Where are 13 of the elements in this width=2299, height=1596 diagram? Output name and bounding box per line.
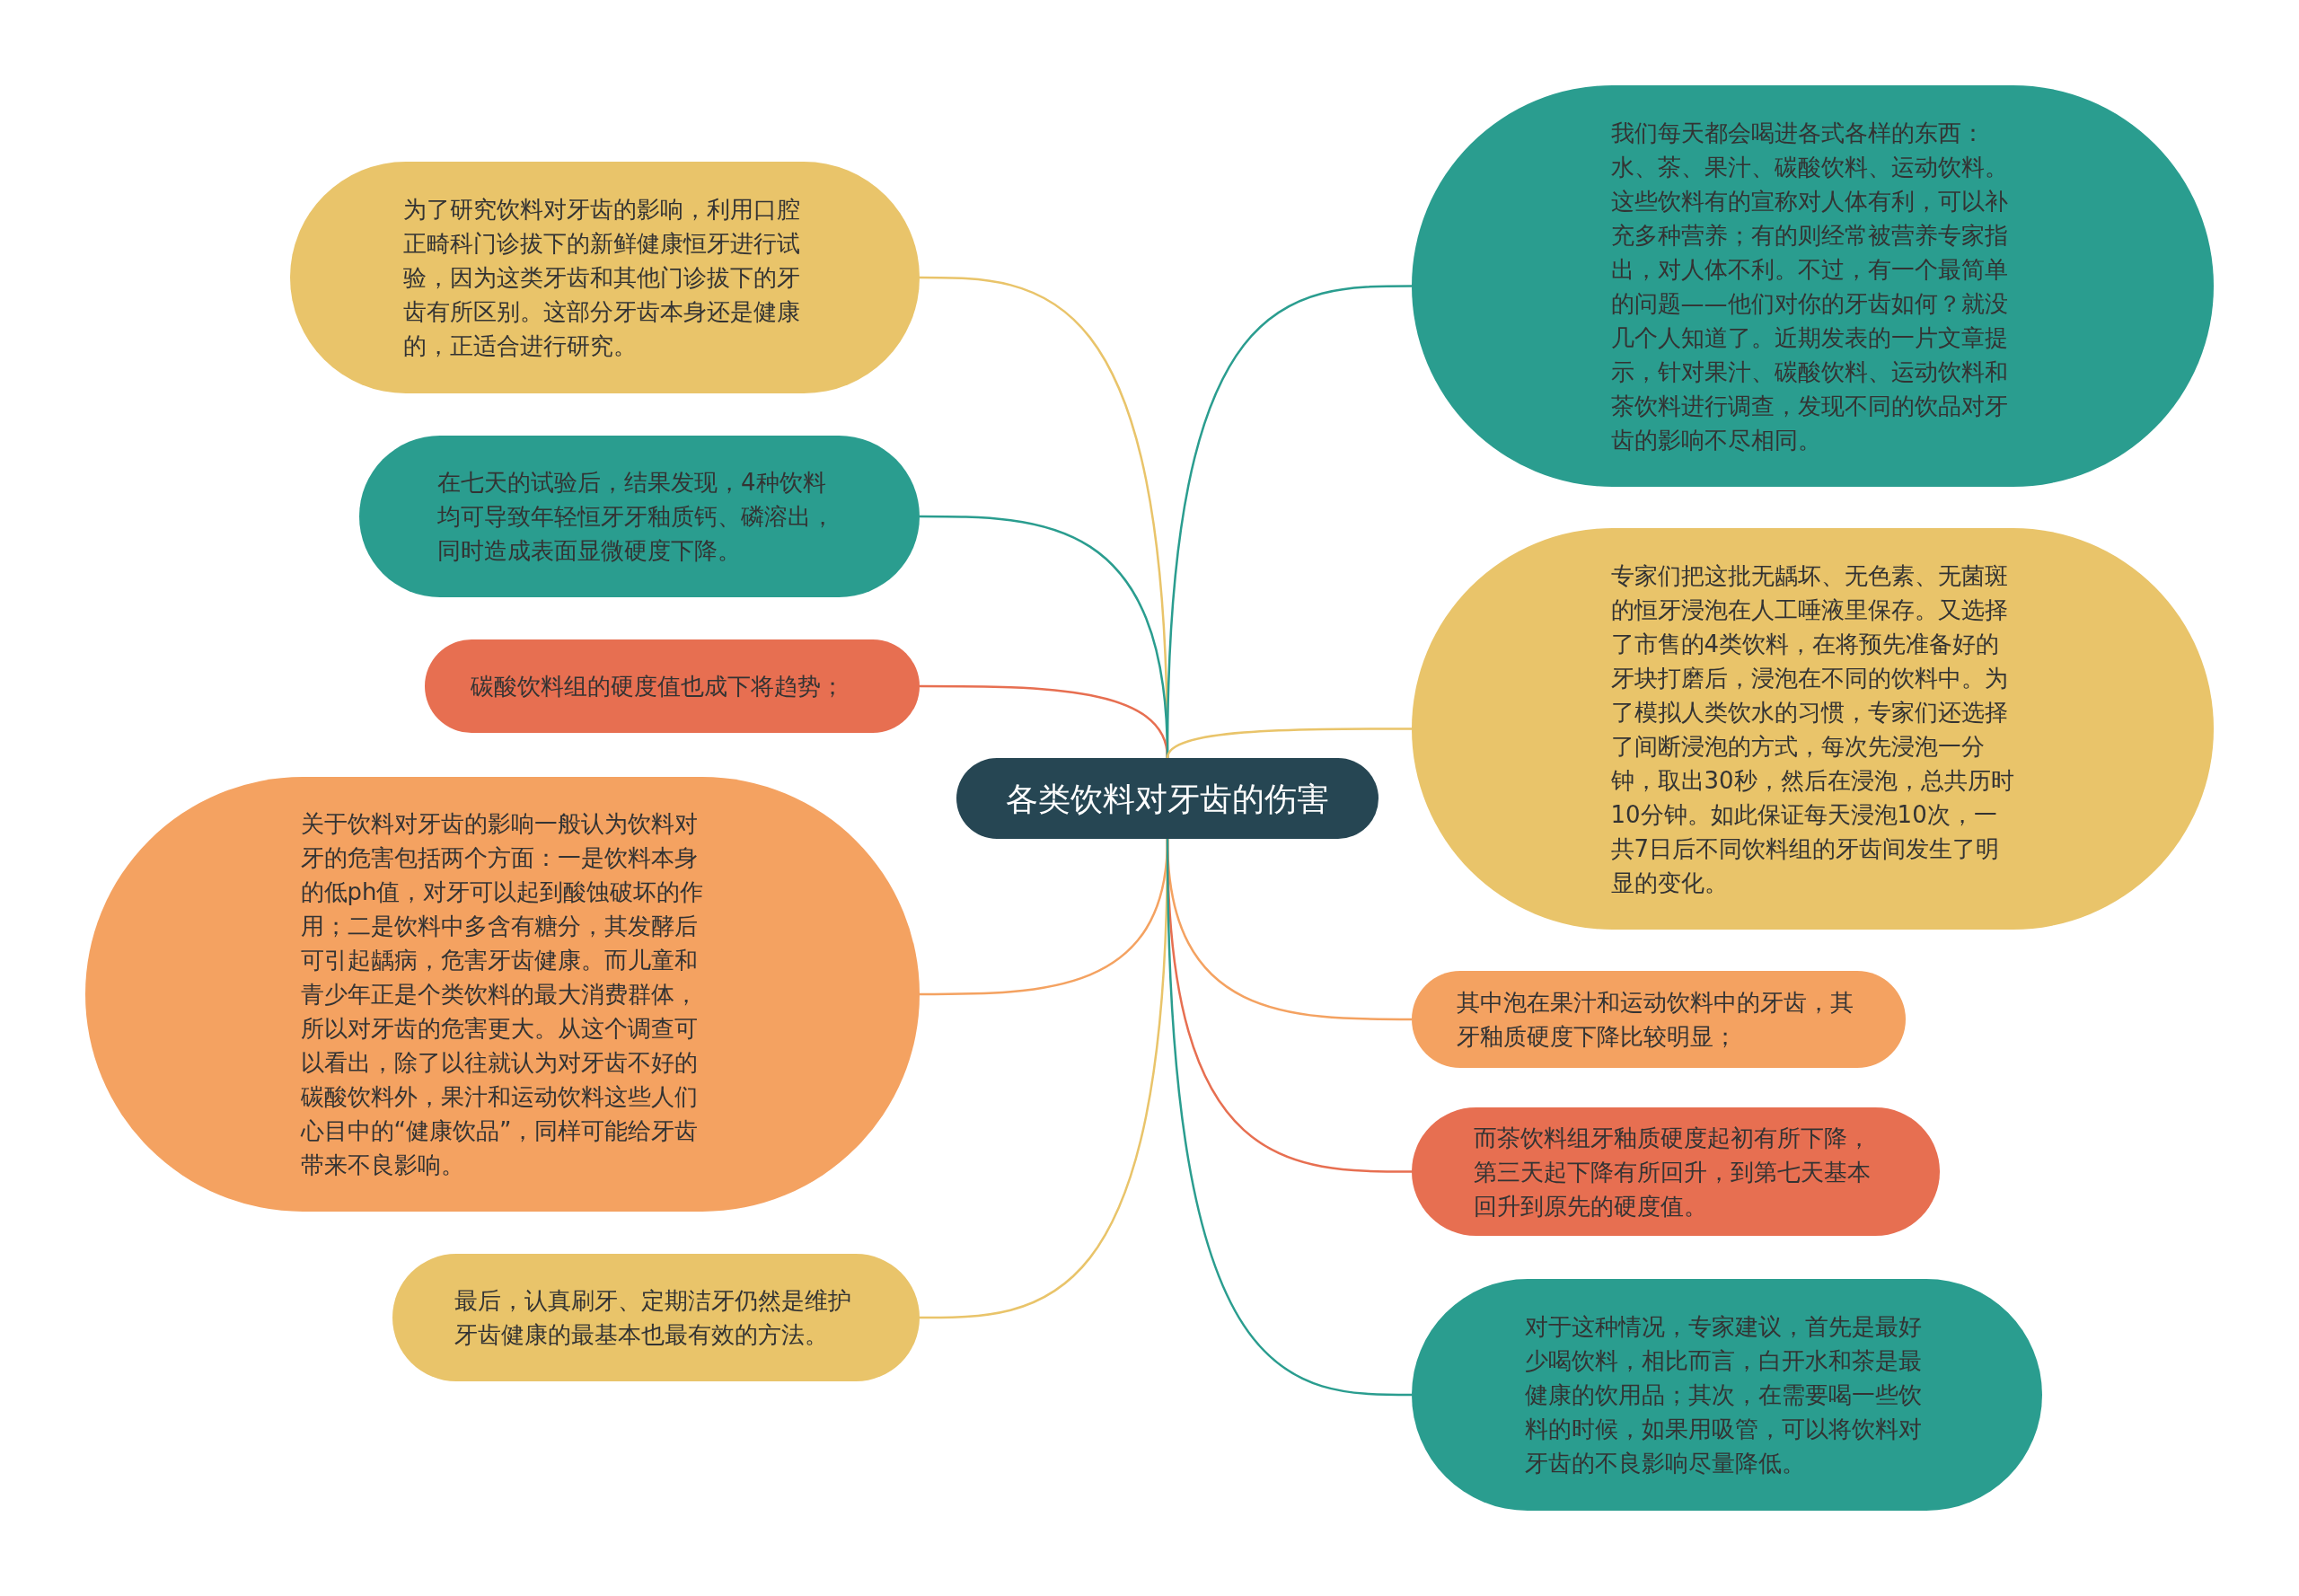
- topic-text: 我们每天都会喝进各式各样的东西：水、茶、果汁、碳酸饮料、运动饮料。这些饮料有的宣称对人体有利，可以补充多种营养；有的则经常被营养专家指出，对人体不利。不过，有一个最简单的问题——他们对你的牙齿如何？就没几个人知道了。近期发表的一片文章提示，针对果汁、碳酸饮料、运动饮料和茶饮料进行调查，发现不同的饮品对牙齿的影响不尽相同。: [1610, 118, 2009, 455]
- connector-curve: [1166, 838, 1412, 1397]
- topic-text: 而茶饮料组牙釉质硬度起初有所下降，第三天起下降有所回升，到第七天基本回升到原先的硬度值。: [1474, 1123, 1872, 1221]
- topic-text: 关于饮料对牙齿的影响一般认为饮料对牙的危害包括两个方面：一是饮料本身的低ph值，对牙可以起到酸蚀破坏的作用；二是饮料中多含有糖分，其发酵后可引起龋病，危害牙齿健康。而儿童和青少年正是个类饮料的最大消费群体，所以对牙齿的危害更大。从这个调查可以看出，除了以往就认为对牙齿不好的碳酸饮料外，果汁和运动饮料这些人们心目中的“健康饮品”，同样可能给牙齿带来不良影响。: [300, 809, 705, 1180]
- connector-curve: [1166, 727, 1412, 759]
- topic-text: 最后，认真刷牙、定期洁牙仍然是维护牙齿健康的最基本也最有效的方法。: [454, 1286, 852, 1350]
- topic-text: 在七天的试验后，结果发现，4种饮料均可导致年轻恒牙牙釉质钙、磷溶出，同时造成表面显微硬度下降。: [437, 468, 835, 566]
- topic-text: 对于这种情况，专家建议，首先是最好少喝饮料，相比而言，白开水和茶是最健康的饮用品；其次，在需要喝一些饮料的时候，如果用吸管，可以将饮料对牙齿的不良影响尽量降低。: [1525, 1312, 1923, 1478]
- topic-text: 为了研究饮料对牙齿的影响，利用口腔正畸科门诊拔下的新鲜健康恒牙进行试验，因为这类牙齿和其他门诊拔下的牙齿有所区别。这部分牙齿本身还是健康的，正适合进行研究。: [402, 195, 801, 361]
- topic-text: 专家们把这批无龋坏、无色素、无菌斑的恒牙浸泡在人工唾液里保存。又选择了市售的4类饮料，在将预先准备好的牙块打磨后，浸泡在不同的饮料中。为了模拟人类饮水的习惯，专家们还选择了间断浸泡的方式，每次先浸泡一分钟，取出30秒，然后在浸泡，总共历时10分钟。如此保证每天浸泡10次，一共7日后不同饮料组的牙齿间发生了明显的变化。: [1610, 560, 2015, 898]
- topic-title: 各类饮料对牙齿的伤害: [1006, 779, 1329, 819]
- topic-text: 其中泡在果汁和运动饮料中的牙齿，其牙釉质硬度下降比较明显；: [1457, 988, 1854, 1052]
- topic-text: 碳酸饮料组的硬度值也成下将趋势；: [470, 672, 845, 701]
